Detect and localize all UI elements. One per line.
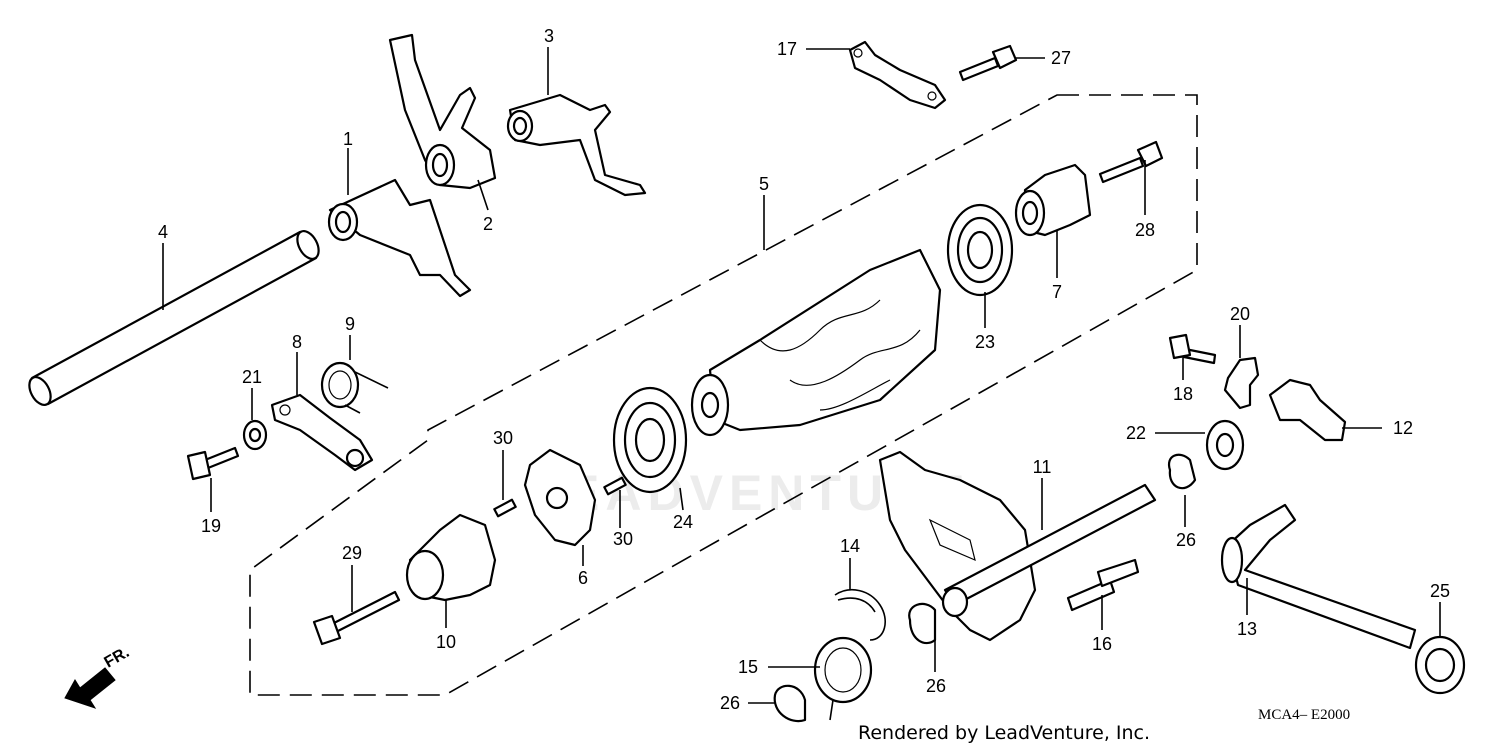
assembly-outline <box>249 94 1198 696</box>
shift-fork-shaft <box>28 229 320 407</box>
shift-drum-joint <box>405 513 497 602</box>
callout-26-left: 26 <box>720 693 740 713</box>
callout-9: 9 <box>345 314 355 334</box>
callout-21: 21 <box>242 367 262 387</box>
callout-5: 5 <box>759 174 769 194</box>
callout-12: 12 <box>1393 418 1413 438</box>
callout-22: 22 <box>1126 423 1146 443</box>
return-spring-9 <box>320 361 389 414</box>
callout-30-left: 30 <box>493 428 513 448</box>
washer-21 <box>242 419 268 451</box>
bolt-27 <box>958 44 1018 82</box>
bearing-23 <box>946 203 1014 297</box>
leader-lines <box>162 47 1441 704</box>
callout-6: 6 <box>578 568 588 588</box>
diagram-code: MCA4– E2000 <box>1258 707 1350 723</box>
shift-drum-plate <box>523 448 597 547</box>
shift-drum-center <box>1014 163 1092 237</box>
gearshift-spindle <box>878 450 1157 642</box>
shift-fork-2 <box>388 33 497 190</box>
callout-30-right: 30 <box>613 529 633 549</box>
callout-28: 28 <box>1135 220 1155 240</box>
bolt-29 <box>312 590 401 646</box>
pin-30-right <box>603 476 627 496</box>
washer-22 <box>1205 419 1245 471</box>
circlip-26-right <box>1167 453 1197 490</box>
return-spring-14 <box>834 589 886 641</box>
bracket-20 <box>1223 356 1260 410</box>
callout-7: 7 <box>1052 282 1062 302</box>
circlip-26-center <box>908 602 937 645</box>
callout-17: 17 <box>777 39 797 59</box>
callout-2: 2 <box>483 214 493 234</box>
pin-30-left <box>493 498 517 518</box>
return-spring-15 <box>813 636 873 721</box>
callout-19: 19 <box>201 516 221 536</box>
stopper-plate <box>848 40 947 110</box>
callout-23: 23 <box>975 332 995 352</box>
callout-20: 20 <box>1230 304 1250 324</box>
shift-fork-1 <box>327 178 472 298</box>
callout-14: 14 <box>840 536 860 556</box>
shift-arm-pin-12 <box>1268 378 1347 442</box>
callout-27: 27 <box>1051 48 1071 68</box>
shift-drum <box>690 248 942 437</box>
callout-10: 10 <box>436 632 456 652</box>
callout-24: 24 <box>673 512 693 532</box>
callout-8: 8 <box>292 332 302 352</box>
front-direction-indicator: FR. <box>64 644 133 709</box>
callout-11: 11 <box>1033 457 1052 477</box>
callout-15: 15 <box>738 657 758 677</box>
bolt-18 <box>1168 333 1217 365</box>
callout-16: 16 <box>1092 634 1112 654</box>
callout-13: 13 <box>1237 619 1257 639</box>
callout-25: 25 <box>1430 581 1450 601</box>
guide-pin-16 <box>1066 558 1140 612</box>
callout-26-right: 26 <box>1176 530 1196 550</box>
shift-shaft-13 <box>1220 503 1417 650</box>
callout-4: 4 <box>158 222 168 242</box>
callout-26-center: 26 <box>926 676 946 696</box>
callout-18: 18 <box>1173 384 1193 404</box>
arrow-down-left-icon <box>64 667 116 709</box>
bearing-24 <box>612 386 688 494</box>
bolt-19 <box>186 446 240 481</box>
callout-3: 3 <box>544 26 554 46</box>
oil-seal-25 <box>1414 635 1466 695</box>
callout-1: 1 <box>343 129 353 149</box>
credit-text: Rendered by LeadVenture, Inc. <box>858 722 1150 744</box>
circlip-26-left <box>773 684 807 723</box>
stopper-arm <box>270 393 374 472</box>
callout-29: 29 <box>342 543 362 563</box>
shift-fork-3 <box>506 93 647 197</box>
fr-label: FR. <box>102 644 133 672</box>
bolt-28 <box>1098 140 1164 184</box>
